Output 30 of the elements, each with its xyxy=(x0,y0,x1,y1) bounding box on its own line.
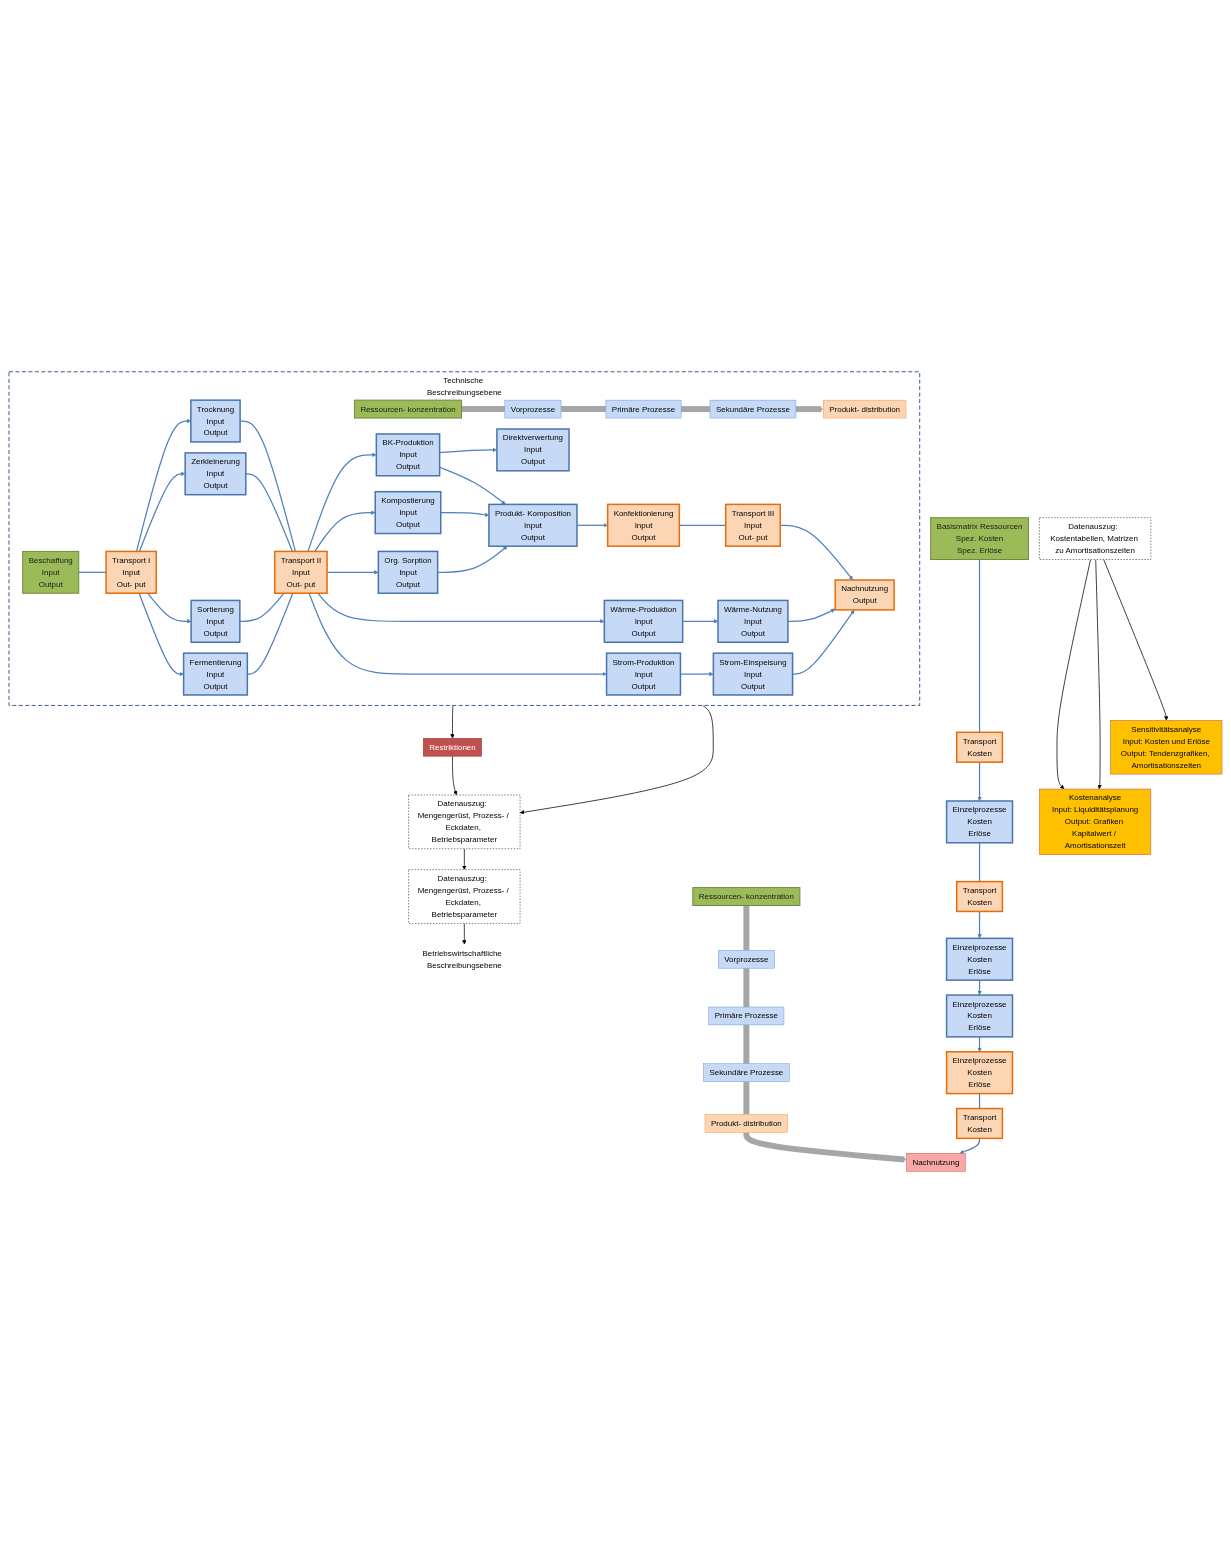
arrow xyxy=(439,466,506,505)
arrow xyxy=(437,546,508,573)
connector xyxy=(460,406,505,413)
connector xyxy=(978,842,981,883)
arrow xyxy=(147,592,192,624)
arrow xyxy=(682,619,719,624)
connector xyxy=(743,968,750,1007)
arrow xyxy=(977,761,982,802)
connector xyxy=(743,905,750,951)
arrow xyxy=(795,406,824,413)
connector xyxy=(680,406,711,413)
connector xyxy=(978,558,981,733)
connector xyxy=(743,1024,750,1064)
connector xyxy=(561,406,607,413)
arrow xyxy=(307,452,377,553)
arrow xyxy=(308,592,607,677)
arrow xyxy=(314,510,376,553)
arrow xyxy=(787,608,836,622)
connector xyxy=(239,592,285,622)
arrow xyxy=(977,910,982,939)
arrow xyxy=(138,471,186,553)
connector xyxy=(743,1081,750,1116)
arrow xyxy=(138,592,184,677)
arrow xyxy=(317,592,605,624)
connector xyxy=(245,473,294,553)
connector xyxy=(78,571,107,573)
arrow xyxy=(959,1137,981,1154)
arrow xyxy=(977,1036,982,1052)
arrow xyxy=(576,523,608,528)
arrow xyxy=(743,1131,907,1163)
